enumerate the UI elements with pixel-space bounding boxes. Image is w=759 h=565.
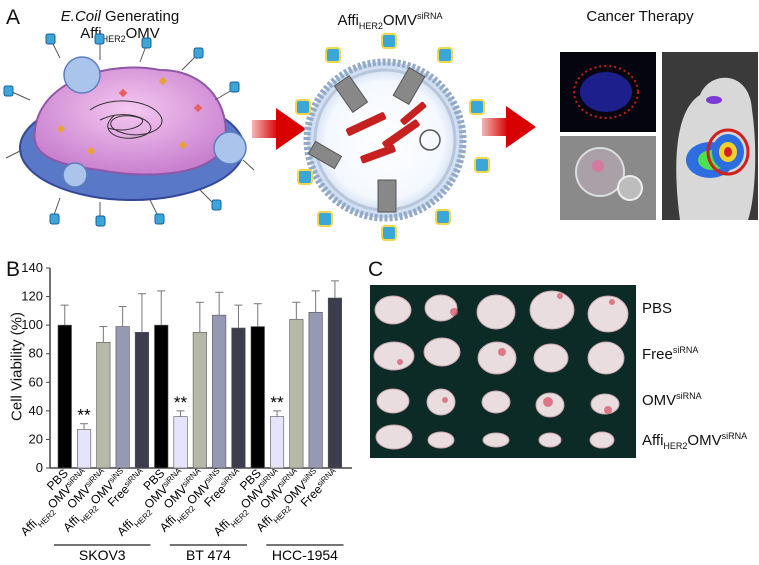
panel-a-title-therapy: Cancer Therapy	[586, 8, 694, 25]
y-tick-label: 80	[29, 346, 43, 361]
bar	[96, 341, 111, 469]
panel-b-letter: B	[6, 258, 21, 281]
group-label: BT 474	[186, 547, 231, 563]
bar	[250, 326, 265, 469]
label-part-main: Affi	[114, 517, 136, 539]
bar	[289, 319, 304, 469]
bar	[212, 314, 227, 469]
group-label: SKOV3	[79, 547, 126, 563]
panel-c-letter: C	[368, 258, 384, 281]
group-label: HCC-1954	[272, 547, 338, 563]
bar	[134, 331, 149, 469]
label-part-main: Affi	[157, 513, 179, 535]
bar	[231, 327, 246, 469]
y-tick-label: 120	[21, 289, 43, 304]
bar	[327, 297, 343, 469]
label-part-main: Affi	[211, 517, 233, 539]
bar	[77, 429, 92, 469]
y-tick-label: 140	[21, 260, 43, 275]
tumor-row-label-4: AffiHER2OMVsiRNA	[642, 431, 748, 451]
label-part-sup: siRNA	[315, 465, 338, 488]
bar	[115, 326, 130, 469]
tumor-row-label-1: PBS	[642, 300, 673, 317]
y-tick-label: 40	[29, 403, 43, 418]
label-part-main: Affi	[60, 513, 82, 535]
tumor-row-label-3: OMVsiRNA	[642, 391, 702, 409]
y-tick-label: 60	[29, 374, 43, 389]
bar	[57, 324, 72, 469]
panel-a-letter: A	[6, 6, 21, 29]
bar	[173, 416, 188, 469]
significance-marker: **	[77, 406, 91, 425]
bar	[192, 331, 207, 469]
significance-marker: **	[174, 393, 188, 412]
bar	[154, 324, 169, 469]
tumor-row-label-2: FreesiRNA	[642, 345, 699, 363]
y-tick-label: 0	[36, 460, 43, 475]
y-tick-label: 20	[29, 431, 43, 446]
significance-marker: **	[270, 393, 284, 412]
bar	[269, 416, 285, 469]
panel-a-title-omv: AffiHER2OMVsiRNA	[337, 11, 443, 31]
label-part-main: Affi	[18, 517, 40, 539]
bar	[308, 311, 323, 469]
label-part-main: Affi	[253, 513, 275, 535]
y-tick-label: 100	[21, 317, 43, 332]
